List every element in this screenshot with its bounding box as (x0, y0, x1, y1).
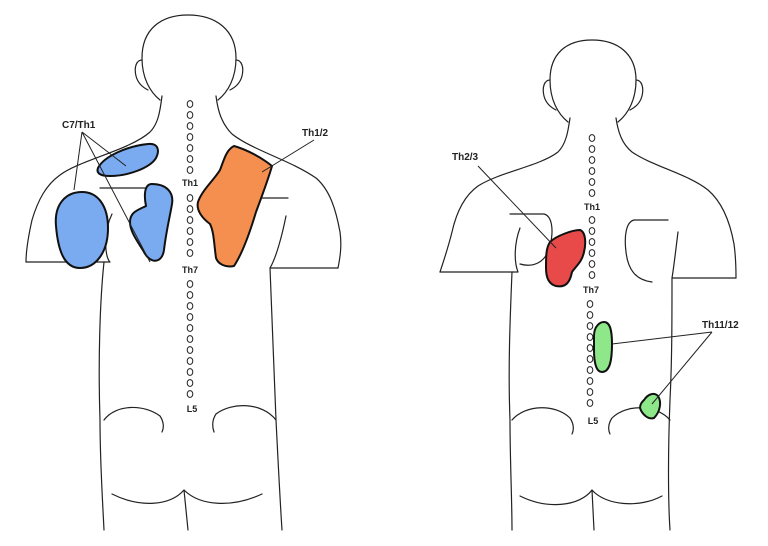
left-torso-right (269, 267, 283, 531)
right-ear-left (542, 79, 557, 111)
th1112-label: Th11/12 (702, 320, 739, 331)
left-spine-l5-label: L5 (187, 404, 198, 414)
right-neck-shoulder-left (439, 117, 571, 273)
right-arm-right (671, 231, 737, 279)
right-head-outline (549, 39, 637, 123)
right-torso-left (508, 271, 513, 531)
left-ear-left (134, 59, 149, 91)
th12-label: Th1/2 (302, 128, 329, 139)
left-spine-th7-label: Th7 (182, 265, 198, 275)
th12-zone (196, 144, 274, 268)
left-arm-right (269, 215, 339, 269)
left-spine-th1-label: Th1 (182, 178, 198, 188)
th1112-leader-lines (611, 331, 713, 405)
c7th1-zone-lateral (54, 190, 110, 270)
right-buttocks (511, 407, 671, 531)
right-scapula-right (624, 219, 669, 283)
right-neck-shoulder-right (615, 117, 737, 279)
left-back-figure: Th1 Th7 L5 C7/Th1 Th1/2 (25, 14, 342, 531)
left-head-outline (141, 14, 237, 101)
th23-zone (544, 228, 587, 288)
left-spine: Th1 Th7 L5 (182, 100, 198, 414)
right-torso-right (667, 277, 673, 531)
left-torso-left (98, 261, 105, 531)
left-neck-shoulder-left (25, 95, 163, 263)
right-spine-l5-label: L5 (588, 416, 599, 426)
th23-leader-line (477, 165, 557, 249)
right-spine-th7-label: Th7 (583, 285, 599, 295)
right-spine-th1-label: Th1 (584, 202, 600, 212)
right-spine: Th1 Th7 L5 (583, 134, 600, 426)
th12-leader-line (261, 139, 315, 173)
th1112-zone-paraspinal (593, 320, 614, 374)
right-ear-right (629, 79, 644, 111)
c7th1-zone-upper (96, 142, 159, 178)
c7th1-zone-scapular (128, 182, 174, 262)
th23-label: Th2/3 (452, 152, 479, 163)
left-buttocks (103, 405, 277, 531)
left-neck-shoulder-right (215, 95, 342, 269)
right-arm-left (439, 227, 521, 273)
c7th1-label: C7/Th1 (62, 120, 96, 131)
left-ear-right (229, 59, 244, 91)
c7th1-leader-lines (73, 131, 151, 263)
right-back-figure: Th1 Th7 L5 Th2/3 Th11/12 (439, 39, 739, 531)
